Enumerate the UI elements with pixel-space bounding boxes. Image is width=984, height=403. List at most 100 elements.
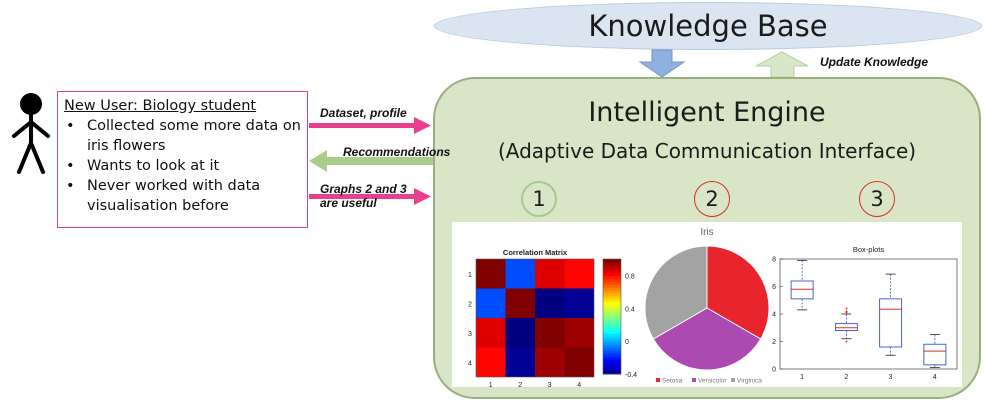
heatmap-cell [535,259,565,289]
heatmap-cell [535,318,565,348]
colorbar-segment [603,333,621,338]
boxplot-y-tick: 4 [772,312,776,319]
graphs-useful-line2: are useful [320,196,377,210]
colorbar-segment [603,356,621,361]
colorbar-segment [603,353,621,358]
pie-slice [644,245,708,340]
colorbar-segment [603,348,621,352]
colorbar-segment [603,371,621,375]
heatmap-x-tick: 3 [548,382,552,387]
colorbar-segment [603,293,621,297]
boxplot-title: Box-plots [853,245,885,254]
colorbar-segment [603,287,621,292]
colorbar-segment [603,282,621,286]
colorbar-segment [603,316,621,320]
boxplot-box [879,298,903,348]
colorbar-segment [603,362,621,366]
user-bullet: Wants to look at it [64,156,303,176]
boxplot-y-tick: 6 [772,284,776,291]
colorbar-segment [603,336,621,340]
colorbar-segment [603,284,621,289]
pie-legend-label: Setosa [662,378,683,385]
pie-legend-label: Virginica [737,378,762,385]
colorbar-segment [603,310,621,315]
colorbar-segment [603,270,621,274]
user-bullets: Collected some more data on iris flowers… [64,116,303,216]
user-bullet: Never worked with data visualisation bef… [64,176,303,216]
heatmap-cell [505,259,535,289]
colorbar-segment [603,368,621,372]
boxplot-y-tick: 2 [772,339,776,346]
colorbar-segment [603,279,621,283]
colorbar-segment [603,299,621,303]
colorbar-segment [603,322,621,326]
boxplot-frame [779,258,958,370]
boxplot-outlier: + [844,309,848,316]
pie-legend-swatch [656,378,660,382]
colorbar-segment [603,365,621,369]
colorbar-segment [603,342,621,346]
graphs-useful-label: Graphs 2 and 3 are useful [320,182,407,210]
heatmap-cell [476,259,506,289]
boxplot-x-tick: 1 [800,374,804,381]
heatmap-cell [505,318,535,348]
colorbar-segment [603,290,621,294]
heatmap-cell [564,259,594,289]
heatmap-frame [475,258,595,378]
graphs-arrow [309,188,431,205]
colorbar-segment [603,259,621,263]
colorbar-segment [603,261,621,266]
pie-slice [706,245,770,340]
colorbar-tick: -0.4 [625,372,637,379]
marker-1: 1 [521,181,557,217]
user-profile-box: New User: Biology student Collected some… [57,91,308,228]
colorbar-segment [603,328,621,332]
heatmap-y-tick: 4 [468,360,472,367]
boxplot-x-tick: 2 [844,374,848,381]
user-bullet: Collected some more data on iris flowers [64,116,303,156]
heatmap-cell [476,347,506,377]
pie-legend-swatch [692,378,696,382]
dataset-arrow [309,117,431,134]
heatmap-title: Correlation Matrix [503,248,568,257]
colorbar-segment [603,307,621,312]
heatmap-cell [535,347,565,377]
update-knowledge-label: Update Knowledge [820,55,929,69]
colorbar-frame [602,258,622,375]
pie-title: Iris [700,227,713,238]
user-heading: New User: Biology student [64,98,257,114]
marker-3: 3 [859,181,895,217]
user-stick-figure-icon [12,93,50,174]
colorbar-segment [603,273,621,277]
knowledge-base: Knowledge Base [434,2,982,50]
boxplot-y-tick: 8 [772,257,776,264]
heatmap-cell [476,288,506,318]
heatmap-x-tick: 4 [577,382,581,387]
heatmap-y-tick: 3 [468,331,472,338]
colorbar-tick: 0.4 [625,306,635,313]
colorbar-segment [603,296,621,300]
heatmap-y-tick: 1 [468,272,472,279]
graphs-useful-line1: Graphs 2 and 3 [320,182,407,196]
boxplot-x-tick: 4 [933,374,937,381]
boxplot-box [923,343,947,366]
boxplot-outlier: + [844,310,848,317]
kb-down-arrow [638,49,686,78]
engine-subtitle: (Adaptive Data Communication Interface) [497,139,917,163]
boxplot-x-tick: 3 [889,374,893,381]
heatmap-cell [564,347,594,377]
colorbar-segment [603,339,621,343]
heatmap-cell [476,318,506,348]
colorbar-segment [603,359,621,363]
pie-legend-label: Versicolor [698,378,727,385]
heatmap-cell [535,288,565,318]
boxplot-box [790,280,814,300]
recommendations-arrow [309,150,475,172]
marker-2: 2 [694,181,730,217]
knowledge-base-label: Knowledge Base [588,9,828,43]
boxplot-outlier: + [844,339,848,346]
heatmap-y-tick: 2 [468,301,472,308]
colorbar-tick: 0.8 [625,273,635,280]
colorbar-segment [603,330,621,335]
